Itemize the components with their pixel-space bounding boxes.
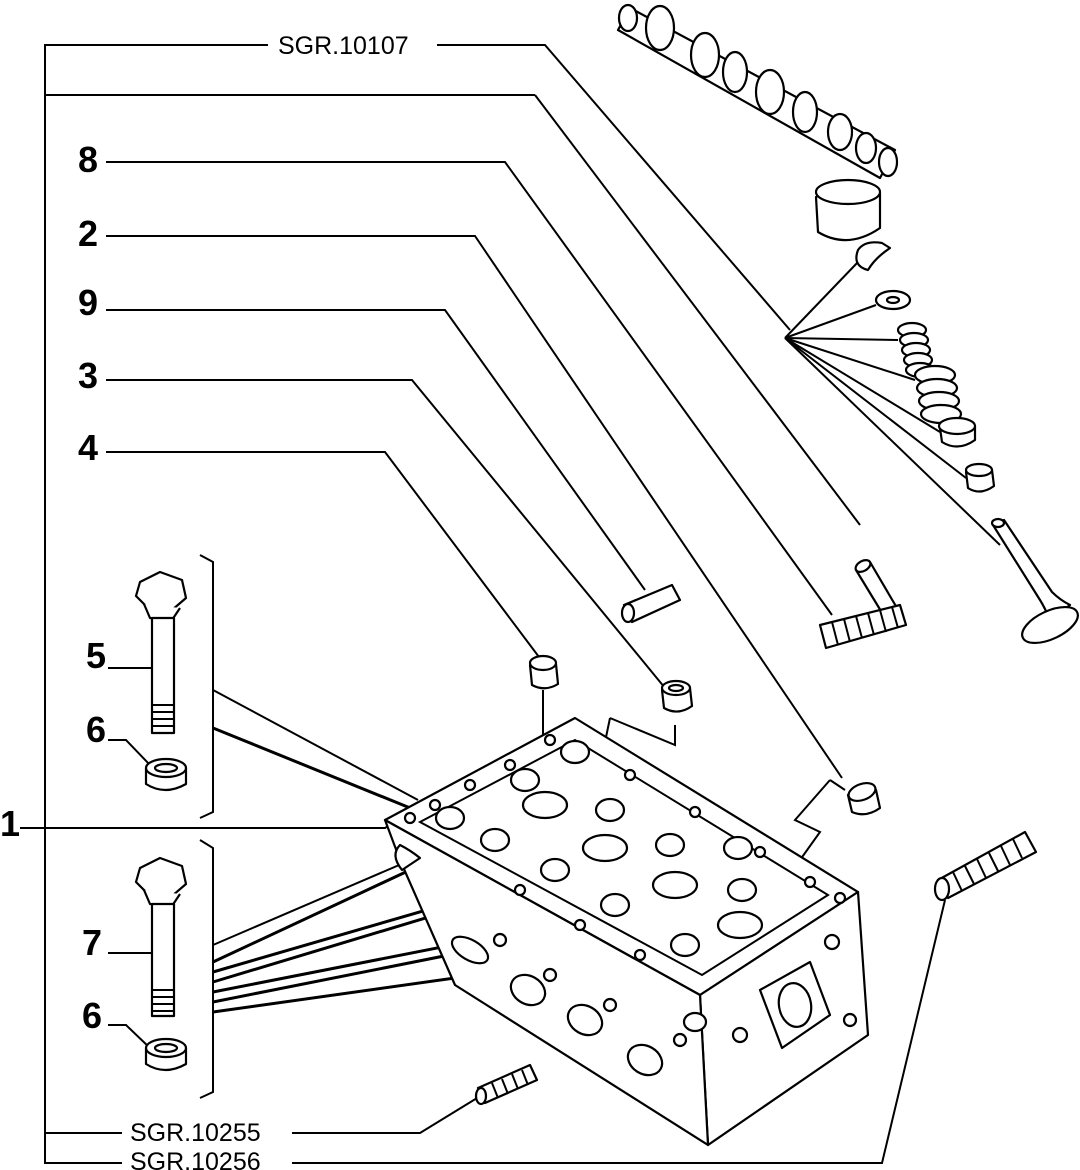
ref-sgr10256: SGR.10256	[130, 1148, 261, 1170]
callout-6b: 6	[82, 995, 102, 1036]
bracket-upper	[199, 554, 214, 819]
right-face-flange	[731, 933, 858, 1050]
cam-bearing-caps	[434, 739, 758, 958]
callout-7: 7	[82, 922, 102, 963]
leader-4	[106, 451, 546, 666]
front-ports	[450, 932, 708, 1077]
plug-3	[660, 679, 694, 713]
leader-6a	[108, 739, 151, 766]
washer-6-upper	[144, 757, 188, 792]
valve-guide	[854, 559, 899, 618]
leader-9	[106, 309, 646, 591]
bolt-7	[134, 856, 188, 1018]
callout-4: 4	[78, 427, 98, 468]
callout-2: 2	[78, 213, 98, 254]
deck-bores	[521, 790, 764, 940]
valve-spring-outer	[913, 364, 963, 425]
ref-sgr10255: SGR.10255	[130, 1119, 261, 1147]
leader-3	[106, 379, 666, 689]
tappet	[814, 178, 882, 242]
spring-seat	[937, 416, 977, 448]
callout-6a: 6	[86, 709, 106, 750]
valve-train-fan	[784, 261, 1001, 546]
valve	[990, 517, 1079, 645]
bolt-5	[134, 570, 188, 735]
callout-5: 5	[86, 635, 106, 676]
leader-inner-frame	[534, 94, 861, 526]
stud-bottom	[474, 1063, 539, 1106]
leader-sgr10255	[292, 1094, 483, 1134]
valve-stem-seal	[964, 462, 996, 493]
bracket-lower	[199, 839, 214, 1099]
cylinder-head	[383, 716, 870, 1147]
leader-sgr10256	[292, 899, 946, 1164]
stud-upper-right	[818, 603, 908, 650]
leader-6b	[108, 1024, 151, 1049]
reference-frame	[44, 44, 946, 1164]
frame-line-outer	[44, 44, 268, 1164]
leader-8	[106, 161, 833, 616]
washer-6-lower	[144, 1037, 188, 1072]
deck-holes	[403, 733, 847, 962]
callout-1: 1	[0, 803, 20, 844]
leader-2	[106, 235, 843, 779]
leader-1	[20, 819, 399, 829]
plug-2	[846, 781, 882, 816]
camshaft	[616, 3, 899, 180]
callout-8: 8	[78, 139, 98, 180]
leader-sgr10107	[437, 44, 791, 331]
dowel-pin	[620, 583, 682, 624]
callout-9: 9	[78, 282, 98, 323]
valve-collets	[855, 241, 892, 272]
ref-sgr10107: SGR.10107	[278, 32, 409, 60]
callout-3: 3	[78, 355, 98, 396]
cap-4	[528, 654, 560, 690]
stud-large-right	[933, 830, 1038, 902]
